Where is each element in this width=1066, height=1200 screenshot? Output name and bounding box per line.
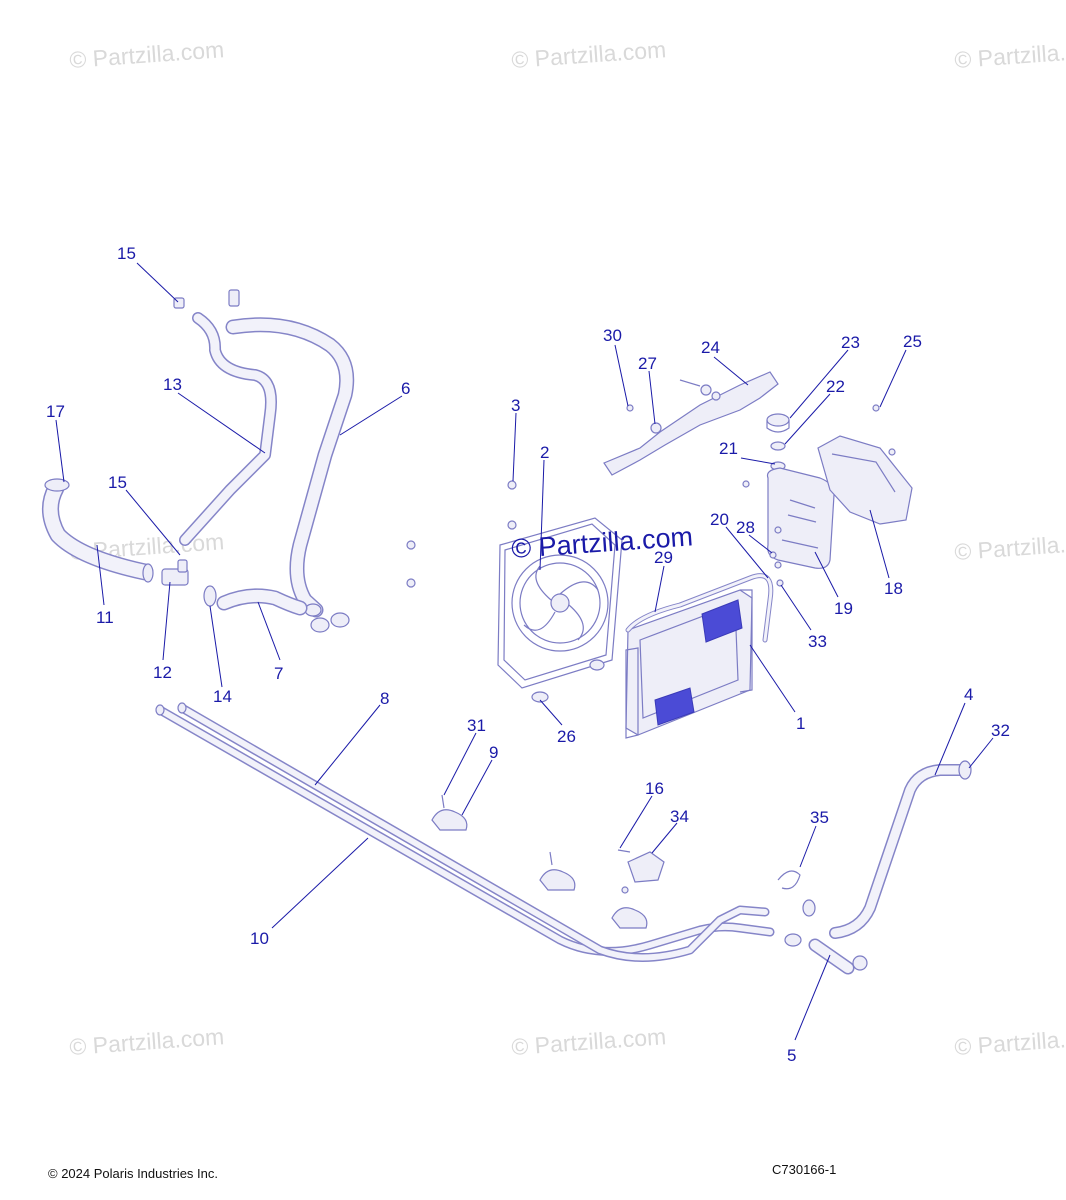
callout-14: 14 <box>213 687 232 706</box>
callout-15: 15 <box>108 473 127 492</box>
callout-34: 34 <box>670 807 689 826</box>
watermark: © Partzilla.com <box>511 36 667 73</box>
callout-3: 3 <box>511 396 520 415</box>
hose-11-drawing <box>42 478 154 583</box>
watermark: © Partzilla.com <box>69 1023 225 1060</box>
connector-12-drawing <box>161 559 189 586</box>
watermark: © Partzilla.com <box>954 528 1066 565</box>
callout-16: 16 <box>645 779 664 798</box>
hose-13-drawing <box>179 312 277 546</box>
callout-11: 11 <box>96 608 114 627</box>
callout-30: 30 <box>603 326 622 345</box>
watermarks: © Partzilla.com © Partzilla.com © Partzi… <box>69 36 1066 1060</box>
callout-10: 10 <box>250 929 269 948</box>
callout-19: 19 <box>834 599 853 618</box>
callout-15: 15 <box>117 244 136 263</box>
leader-lines <box>55 262 994 1041</box>
callout-21: 21 <box>719 439 738 458</box>
fasteners-28-33 <box>769 551 784 587</box>
hose-4-drawing <box>829 760 972 939</box>
radiator-1-drawing <box>625 573 774 739</box>
callout-6: 6 <box>401 379 410 398</box>
callout-20: 20 <box>710 510 729 529</box>
bracket-24-drawing <box>603 371 779 476</box>
callout-35: 35 <box>810 808 829 827</box>
clamp-14-drawing <box>203 585 217 607</box>
part-34-drawing <box>617 849 665 894</box>
callout-4: 4 <box>964 685 973 704</box>
callout-13: 13 <box>163 375 182 394</box>
reservoir-19-drawing <box>766 467 835 569</box>
callout-24: 24 <box>701 338 720 357</box>
callout-2: 2 <box>540 443 549 462</box>
figure-id: C730166-1 <box>772 1162 837 1177</box>
watermark: © Partzilla.com <box>511 1023 667 1060</box>
callout-23: 23 <box>841 333 860 352</box>
clamp-15-top <box>173 289 240 309</box>
callout-33: 33 <box>808 632 827 651</box>
callout-8: 8 <box>380 689 389 708</box>
watermark: © Partzilla.com <box>69 36 225 73</box>
callout-28: 28 <box>736 518 755 537</box>
callout-17: 17 <box>46 402 65 421</box>
callout-25: 25 <box>903 332 922 351</box>
grommet-26-drawing <box>531 691 549 703</box>
fan-2-drawing <box>497 517 623 689</box>
tubes-8-10-drawing <box>155 702 775 962</box>
callout-32: 32 <box>991 721 1010 740</box>
hose-7-drawing <box>216 588 350 633</box>
callout-9: 9 <box>489 743 498 762</box>
watermark: © Partzilla.com <box>954 36 1066 73</box>
callout-31: 31 <box>467 716 486 735</box>
bracket-18-drawing <box>817 404 913 525</box>
callout-numbers: 15 13 17 15 11 12 14 7 6 3 2 30 27 24 23… <box>46 244 1010 1065</box>
copyright-notice: © 2024 Polaris Industries Inc. <box>48 1166 218 1181</box>
callout-29: 29 <box>654 548 673 567</box>
callout-22: 22 <box>826 377 845 396</box>
clips-9-drawing <box>431 794 648 929</box>
callout-18: 18 <box>884 579 903 598</box>
hose-5-drawing <box>777 870 868 975</box>
callout-1: 1 <box>796 714 805 733</box>
callout-12: 12 <box>153 663 172 682</box>
watermark: © Partzilla.com <box>954 1023 1066 1060</box>
callout-5: 5 <box>787 1046 796 1065</box>
hose-6-drawing <box>225 317 355 618</box>
callout-27: 27 <box>638 354 657 373</box>
callout-7: 7 <box>274 664 283 683</box>
callout-26: 26 <box>557 727 576 746</box>
fan-hardware <box>406 480 517 588</box>
